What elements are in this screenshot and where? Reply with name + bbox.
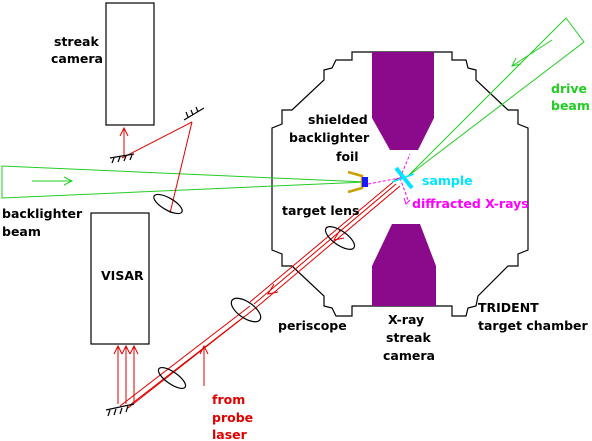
from-probe-label-2: probe	[212, 410, 253, 425]
probe-laser-paths	[113, 121, 401, 409]
drive-beam-arrowhead	[511, 57, 522, 67]
trident-label-1: TRIDENT	[478, 300, 539, 315]
xray-streak-camera-bottom	[372, 224, 436, 306]
drive-beam-label-1: drive	[551, 81, 587, 96]
target-chamber-outline	[271, 51, 529, 317]
streak-camera-label-2: camera	[51, 51, 103, 66]
upper-mirror	[183, 106, 205, 121]
visar-label: VISAR	[101, 268, 144, 283]
periscope-lens	[230, 297, 262, 323]
visar-lens	[153, 193, 183, 215]
trident-label-2: target chamber	[478, 318, 589, 333]
shielded-foil-label-2: backlighter	[289, 130, 370, 145]
diffracted-xray-lines	[367, 153, 411, 205]
drive-beam-label-2: beam	[551, 98, 590, 113]
shielded-foil-label-3: foil	[336, 149, 359, 164]
sample	[391, 166, 415, 190]
backlighter-beam-label-2: beam	[2, 224, 41, 239]
backlighter-beam-label-1: backlighter	[2, 206, 83, 221]
target-lens	[324, 226, 356, 250]
lower-lens	[157, 366, 187, 390]
streak-camera-box	[105, 2, 155, 126]
xray-streak-label-3: camera	[383, 348, 435, 363]
backlighter-foil	[347, 170, 368, 194]
diffracted-xrays-label: diffracted X-rays	[412, 196, 529, 211]
streak-camera-label-1: streak	[54, 34, 99, 49]
xray-streak-label-1: X-ray	[388, 312, 424, 327]
from-probe-label-1: from	[212, 392, 245, 407]
sample-label: sample	[422, 173, 473, 188]
lower-mirror	[105, 403, 135, 417]
from-probe-label-3: laser	[212, 427, 248, 441]
drive-beam-arrow	[511, 39, 553, 67]
shielded-foil-label-1: shielded	[308, 112, 368, 127]
visar-box	[90, 212, 150, 345]
target-lens-label: target lens	[282, 203, 359, 218]
periscope-label: periscope	[278, 318, 347, 333]
xray-streak-camera-top	[372, 52, 434, 150]
xray-streak-label-2: streak	[386, 330, 431, 345]
backlighter-beam	[1, 165, 367, 199]
drive-beam	[407, 17, 585, 177]
backlighter-beam-arrowhead	[63, 176, 74, 186]
streak-camera-mirror	[109, 153, 135, 164]
